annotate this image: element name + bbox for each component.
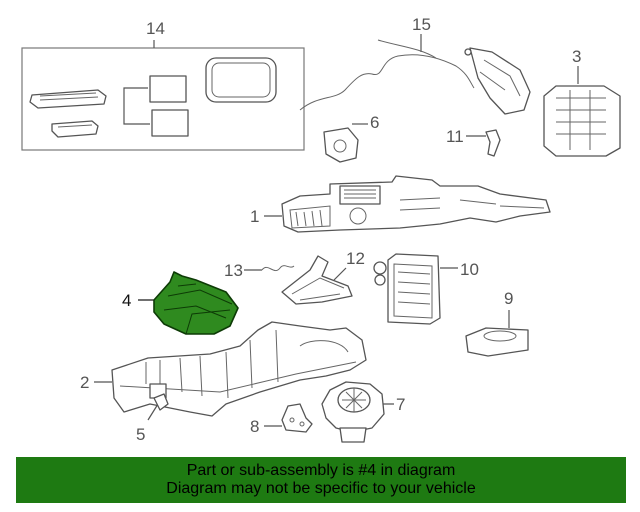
- part-10-evaporator[interactable]: 10: [373, 253, 479, 325]
- callout-3: 3: [572, 47, 581, 66]
- callout-11: 11: [446, 127, 464, 146]
- part-9[interactable]: 9: [465, 289, 529, 357]
- callout-7: 7: [396, 395, 405, 414]
- callout-12: 12: [346, 249, 365, 268]
- part-7-blower-motor[interactable]: 7: [321, 381, 405, 443]
- part-14-kit[interactable]: 14: [21, 19, 305, 151]
- callout-5: 5: [136, 425, 145, 444]
- callout-1: 1: [250, 207, 259, 226]
- part-3[interactable]: 3: [543, 47, 621, 157]
- callout-13: 13: [224, 261, 243, 280]
- part-12[interactable]: 12: [281, 249, 365, 305]
- callout-2: 2: [80, 373, 89, 392]
- part-13[interactable]: 13: [224, 261, 295, 280]
- info-banner: Part or sub-assembly is #4 in diagram Di…: [16, 457, 626, 503]
- part-4-highlighted[interactable]: 4: [122, 271, 239, 335]
- part-11[interactable]: 11: [446, 127, 501, 157]
- banner-line-1: Part or sub-assembly is #4 in diagram: [186, 462, 456, 479]
- callout-4: 4: [122, 291, 131, 310]
- part-5[interactable]: 5: [136, 393, 169, 444]
- callout-9: 9: [504, 289, 513, 308]
- part-15-hose[interactable]: 15: [299, 15, 531, 115]
- banner-line-2: Diagram may not be specific to your vehi…: [166, 480, 476, 497]
- callout-6: 6: [370, 113, 379, 132]
- part-1-upper-housing[interactable]: 1: [250, 175, 551, 233]
- callout-15: 15: [412, 15, 431, 34]
- part-8[interactable]: 8: [250, 403, 313, 436]
- callout-10: 10: [460, 260, 479, 279]
- part-6[interactable]: 6: [323, 113, 379, 163]
- callout-14: 14: [146, 19, 165, 38]
- callout-8: 8: [250, 417, 259, 436]
- part-4-shape: [153, 271, 239, 335]
- parts-diagram: 14 15 3 6 11: [21, 15, 621, 444]
